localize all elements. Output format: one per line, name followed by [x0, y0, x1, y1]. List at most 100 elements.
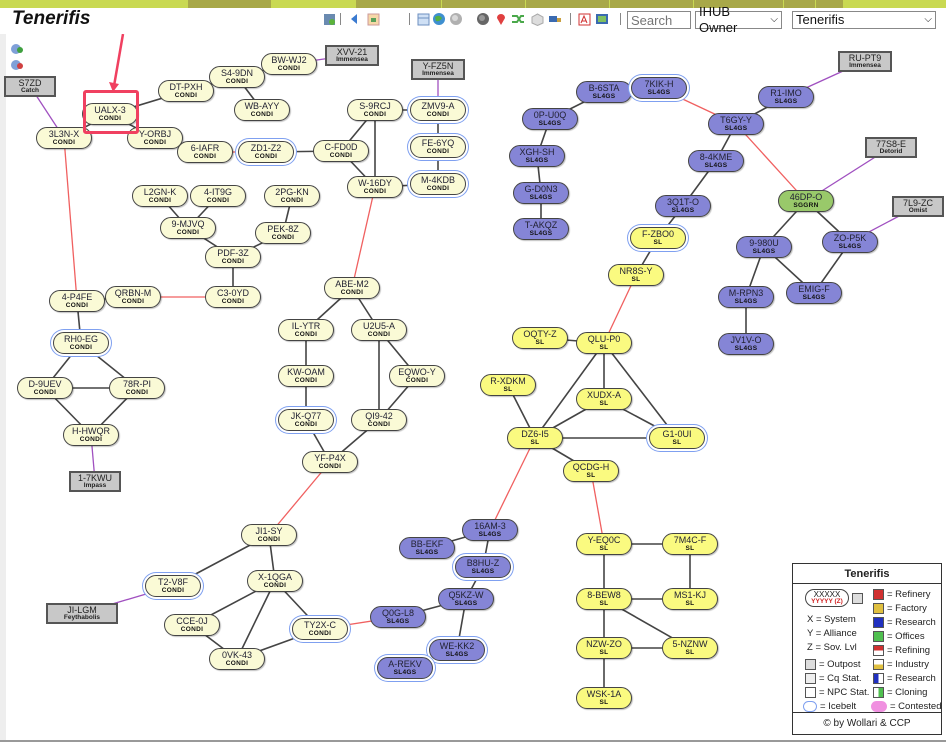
- search-input[interactable]: [627, 11, 691, 29]
- globe-gray-icon[interactable]: [449, 12, 463, 26]
- table-icon[interactable]: [416, 12, 430, 26]
- globe-green-icon[interactable]: [432, 12, 446, 26]
- owner-select[interactable]: IHUB Owner⌵: [695, 4, 782, 35]
- nav-tab-4[interactable]: [526, 0, 610, 8]
- nav-tab-5[interactable]: [610, 0, 694, 8]
- truck-icon[interactable]: [548, 12, 562, 26]
- picture-icon[interactable]: [595, 12, 609, 26]
- pdf-icon[interactable]: [577, 12, 591, 26]
- add-map-icon[interactable]: [322, 12, 336, 26]
- nav-tab-2[interactable]: [356, 0, 442, 8]
- nav-tab-6[interactable]: [694, 0, 784, 8]
- pin-icon[interactable]: [494, 12, 508, 26]
- shuffle-icon[interactable]: [511, 12, 525, 26]
- cube-icon[interactable]: [530, 12, 544, 26]
- globe-dark-icon[interactable]: [476, 12, 490, 26]
- region-select[interactable]: Tenerifis⌵: [792, 11, 936, 29]
- nav-tab-3[interactable]: [442, 0, 526, 8]
- nav-info-icon[interactable]: [816, 0, 844, 8]
- back-icon[interactable]: [347, 12, 361, 26]
- image-icon[interactable]: [366, 12, 380, 26]
- zoom-in-icon[interactable]: [10, 42, 24, 54]
- zoom-out-icon[interactable]: [10, 58, 24, 70]
